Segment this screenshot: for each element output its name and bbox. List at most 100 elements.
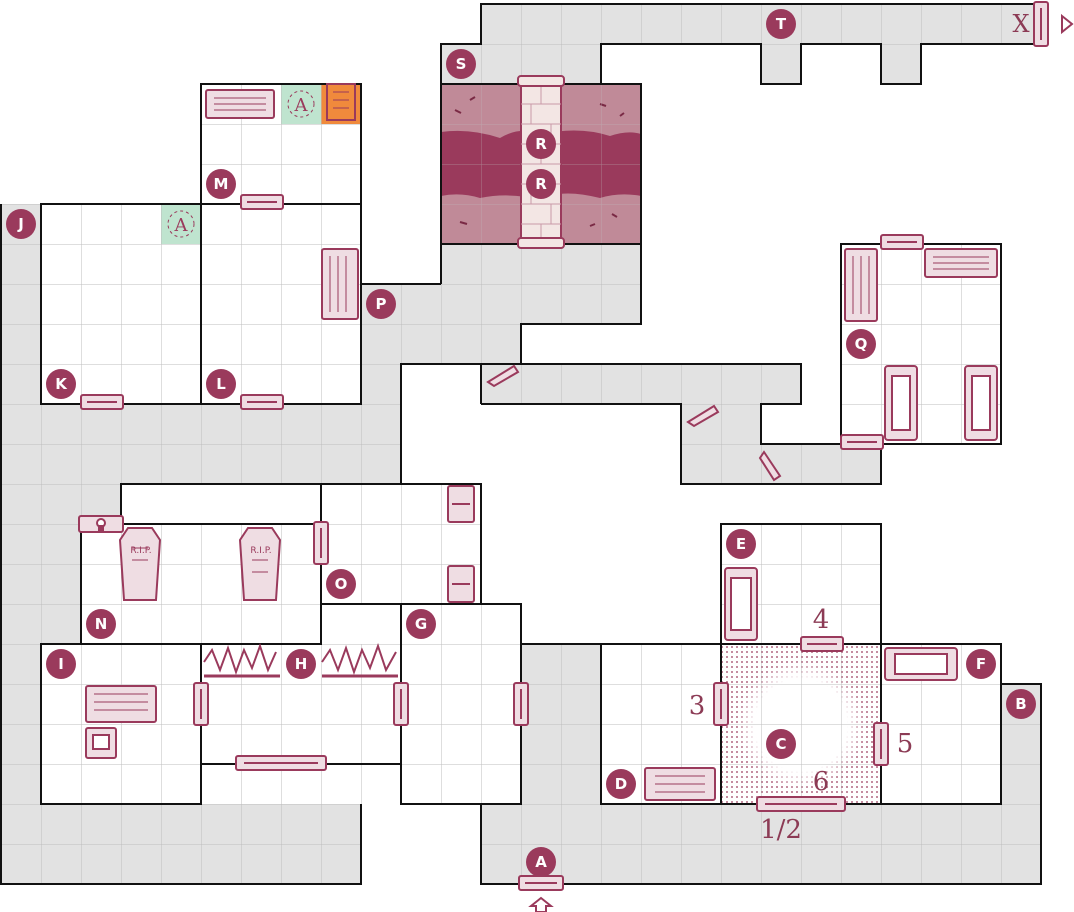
svg-text:D: D	[615, 775, 627, 793]
trap-spikes-icon	[203, 642, 280, 678]
secret-door-icon	[686, 404, 720, 428]
room-labels: A B C D E F G H I J K L M N O P Q R R S …	[6, 9, 1036, 877]
wooden-table-icon	[844, 248, 878, 322]
door-icon	[840, 434, 884, 450]
locked-door-icon	[78, 515, 124, 533]
coffin-icon	[118, 527, 162, 601]
room-n-alcove	[121, 484, 321, 524]
door-icon	[313, 521, 329, 565]
room-label-q: Q	[846, 329, 876, 359]
wooden-table-icon	[205, 89, 275, 119]
doors	[78, 1, 1049, 891]
door-icon	[235, 755, 327, 771]
secret-door-icon	[758, 450, 782, 482]
door-icon	[1033, 1, 1049, 47]
wooden-table-icon	[924, 248, 998, 278]
svg-text:G: G	[415, 615, 427, 633]
door-number: 6	[813, 767, 830, 797]
svg-text:A: A	[535, 853, 547, 871]
room-label-a: A	[526, 847, 556, 877]
secret-passages	[486, 364, 782, 482]
room-label-h: H	[286, 649, 316, 679]
room-label-j: J	[6, 209, 36, 239]
sarcophagus-icon	[884, 365, 918, 441]
stone-bridge-icon	[517, 75, 565, 249]
exit-arrow-icon[interactable]	[1061, 13, 1074, 35]
door-icon	[447, 485, 475, 523]
grid-overlay	[1, 4, 1041, 884]
svg-text:T: T	[776, 15, 787, 33]
svg-text:A: A	[294, 95, 309, 116]
trap-spikes-icon	[321, 642, 398, 678]
door-icon	[447, 565, 475, 603]
svg-text:B: B	[1015, 695, 1026, 713]
chest-icon	[85, 727, 117, 759]
door-icon	[880, 234, 924, 250]
room-label-n: N	[86, 609, 116, 639]
furniture	[85, 83, 998, 801]
start-arrow-icon[interactable]	[528, 896, 554, 912]
svg-text:L: L	[216, 375, 226, 393]
room-label-g: G	[406, 609, 436, 639]
room-label-t: T	[766, 9, 796, 39]
coffin-icon	[238, 527, 282, 601]
wooden-table-icon	[85, 685, 157, 723]
wooden-table-icon	[644, 767, 716, 801]
sarcophagus-icon	[964, 365, 998, 441]
svg-text:M: M	[214, 175, 229, 193]
wooden-table-icon	[326, 83, 356, 121]
door-icon	[756, 796, 846, 812]
svg-text:H: H	[295, 655, 308, 673]
exit-label: X	[1012, 10, 1029, 38]
svg-text:K: K	[55, 375, 68, 393]
door-number: 3	[689, 691, 706, 721]
svg-text:P: P	[376, 295, 387, 313]
svg-text:C: C	[775, 735, 786, 753]
svg-text:A: A	[174, 215, 189, 236]
door-number: 1/2	[760, 815, 802, 845]
svg-text:R: R	[535, 135, 547, 153]
walls	[0, 3, 1042, 885]
room-label-i: I	[46, 649, 76, 679]
room-label-e: E	[726, 529, 756, 559]
room-label-s: S	[446, 49, 476, 79]
wooden-table-icon	[321, 248, 359, 320]
secret-door-icon	[486, 364, 520, 388]
room-label-f: F	[966, 649, 996, 679]
svg-text:R: R	[535, 175, 547, 193]
tomb-label: R.I.P.	[250, 546, 271, 556]
door-icon	[80, 394, 124, 410]
svg-text:S: S	[456, 55, 467, 73]
room-label-r: R	[526, 129, 556, 159]
door-icon	[713, 682, 729, 726]
door-icon	[518, 875, 564, 891]
room-label-l: L	[206, 369, 236, 399]
svg-text:Q: Q	[855, 335, 868, 353]
svg-text:E: E	[736, 535, 746, 553]
room-label-d: D	[606, 769, 636, 799]
svg-text:N: N	[95, 615, 108, 633]
svg-text:J: J	[17, 215, 24, 233]
door-icon	[873, 722, 889, 766]
room-label-p: P	[366, 289, 396, 319]
door-icon	[393, 682, 409, 726]
door-icon	[240, 194, 284, 210]
svg-text:O: O	[335, 575, 348, 593]
room-label-o: O	[326, 569, 356, 599]
door-icon	[193, 682, 209, 726]
rune-trap-icon: A	[287, 90, 315, 118]
door-icon	[800, 636, 844, 652]
svg-text:F: F	[976, 655, 986, 673]
door-icon	[513, 682, 529, 726]
room-label-c: C	[766, 729, 796, 759]
room-label-m: M	[206, 169, 236, 199]
room-label-b: B	[1006, 689, 1036, 719]
sarcophagus-icon	[884, 647, 958, 681]
door-number: 4	[813, 605, 830, 635]
room-label-r: R	[526, 169, 556, 199]
sarcophagus-icon	[724, 567, 758, 641]
door-number: 5	[897, 729, 914, 759]
room-h-nook	[321, 604, 401, 644]
rune-trap-icon: A	[167, 210, 195, 238]
